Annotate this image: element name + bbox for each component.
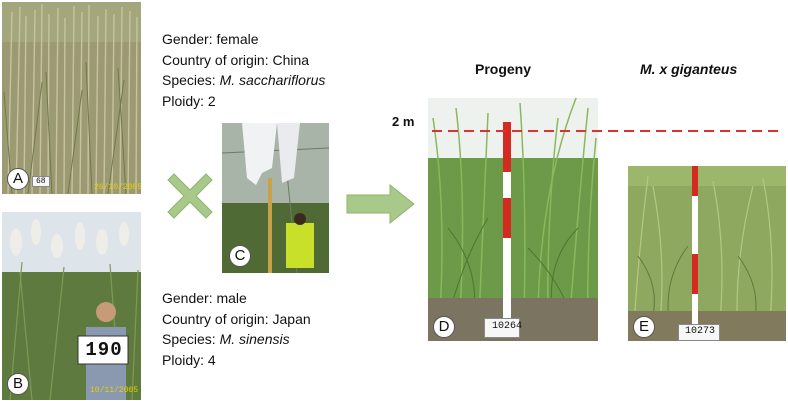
height-reference-line [432, 120, 778, 132]
height-marker-label: 2 m [392, 114, 415, 129]
female-parent-info: Gender: female Country of origin: China … [162, 29, 325, 111]
panel-label-e: E [633, 316, 655, 338]
progeny-heading: Progeny [475, 61, 532, 77]
panel-label-d: D [433, 316, 455, 338]
female-gender: Gender: female [162, 31, 259, 47]
plant-id-tag: 10264 [484, 318, 522, 338]
female-species: Species: M. sacchariflorus [162, 72, 326, 88]
photo-d-progeny: 10264 [428, 98, 598, 341]
male-ploidy: Ploidy: 4 [162, 351, 216, 368]
panel-label-a: A [7, 168, 29, 190]
panel-label-c: C [229, 245, 251, 267]
photo-date-stamp: 10/11/2005 [90, 386, 139, 395]
male-species-name: M. sinensis [219, 331, 290, 347]
male-parent-info: Gender: male Country of origin: Japan Sp… [162, 288, 311, 370]
male-species: Species: M. sinensis [162, 331, 290, 347]
panel-label-b: B [7, 373, 29, 395]
photo-a-sacchariflorus: 26/10/2005 68 [2, 2, 141, 194]
plot-sign-number: 190 [85, 339, 123, 361]
female-origin: Country of origin: China [162, 51, 310, 68]
female-species-name: M. sacchariflorus [219, 72, 326, 88]
cross-icon [166, 172, 214, 220]
male-gender: Gender: male [162, 290, 247, 306]
plot-sign: 68 [32, 176, 50, 187]
photo-date-stamp: 26/10/2005 [94, 183, 141, 192]
male-origin: Country of origin: Japan [162, 310, 311, 327]
plant-id-tag: 10273 [678, 324, 720, 341]
photo-b-sinensis: 190 10/11/2005 [2, 212, 141, 400]
giganteus-heading: M. x giganteus [640, 61, 738, 77]
right-arrow-icon [346, 183, 416, 225]
photo-e-giganteus: 10273 [628, 166, 786, 341]
female-ploidy: Ploidy: 2 [162, 92, 216, 109]
photo-c-pollination [222, 123, 329, 273]
